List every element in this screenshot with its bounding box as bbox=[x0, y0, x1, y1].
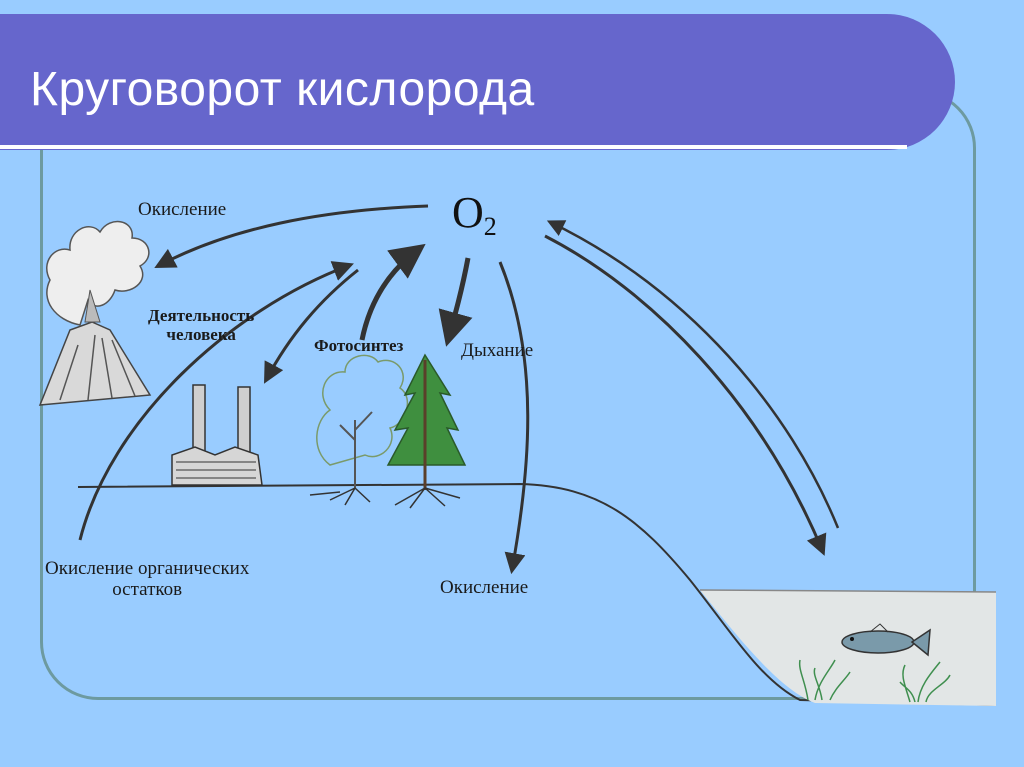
spruce-tree-illustration bbox=[386, 353, 467, 509]
o2-symbol: O2 bbox=[452, 188, 497, 241]
arrow-photosynthesis bbox=[359, 243, 426, 341]
arrow-to-water bbox=[544, 234, 827, 556]
arrow-from-water bbox=[546, 220, 840, 529]
arrow-oxidation-volcano bbox=[154, 204, 429, 268]
factory-illustration bbox=[171, 384, 263, 486]
label-oxidation-volcano: Окисление bbox=[138, 199, 227, 220]
arrow-organic-oxidation bbox=[78, 261, 354, 541]
title-bar: Круговорот кислорода bbox=[0, 14, 955, 150]
label-respiration: Дыхание bbox=[461, 340, 534, 361]
arrow-oxidation-ground bbox=[498, 261, 530, 575]
volcano-illustration bbox=[38, 220, 152, 406]
label-organic-oxidation: Окисление органических остатков bbox=[45, 558, 250, 601]
label-photosynthesis: Фотосинтез bbox=[314, 336, 404, 355]
label-human-activity: Деятельность человека bbox=[148, 306, 255, 345]
label-oxidation-ground: Окисление bbox=[440, 577, 529, 598]
deciduous-tree-illustration bbox=[309, 354, 409, 506]
arrow-respiration bbox=[438, 257, 473, 347]
fish-illustration bbox=[841, 623, 931, 657]
title-underline bbox=[0, 145, 907, 149]
ground-line bbox=[77, 482, 997, 706]
water-plants-illustration bbox=[798, 659, 951, 703]
slide-title: Круговорот кислорода bbox=[30, 63, 535, 116]
arrow-human-activity bbox=[264, 268, 359, 384]
